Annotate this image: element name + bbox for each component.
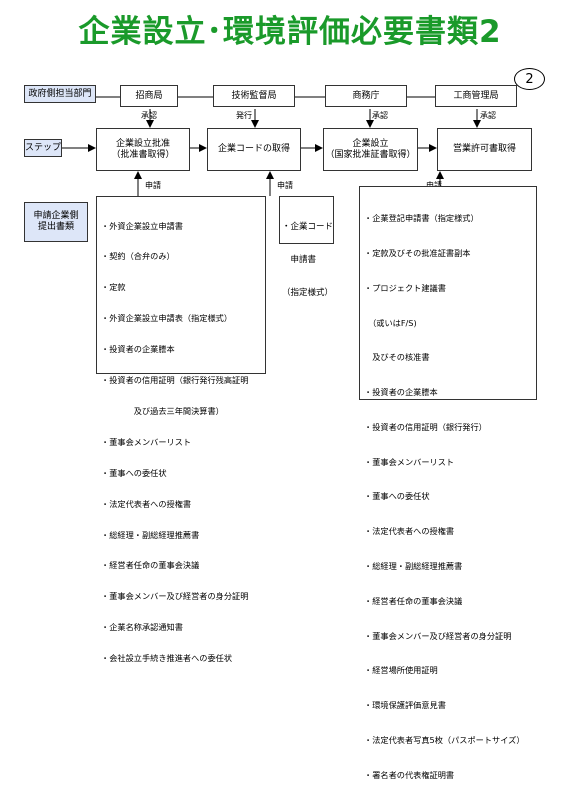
doc-item: ・投資者の企業謄本 [364,387,438,398]
authority-box-commerce-department: 商務庁 [325,85,407,107]
doc-item: ・定款及びその批准証書副本 [364,247,471,258]
documents-list-enterprise-code: ・企業コード 申請書 （指定様式） [279,196,334,298]
doc-item: ・法定代表者への授権書 [364,526,455,537]
row-label-authority: 政府側担当部門 [24,85,96,103]
doc-item: ・企業名称承認通知書 [101,622,183,633]
step-box-business-license: 営業許可書取得 [437,128,532,171]
authority-box-investment-bureau: 招商局 [120,85,178,107]
doc-item: ・董事会メンバー及び経営者の身分証明 [101,591,249,602]
doc-item: ・経営者任命の董事会決議 [364,595,463,606]
page-number: 2 [525,71,534,87]
doc-item: ・会社設立手続き推進者への委任状 [101,653,233,664]
authority-box-technical-supervision: 技術監督局 [213,85,295,107]
doc-item: ・外資企業設立申請書 [101,220,183,231]
doc-item: ・プロジェクト建議書 [364,282,446,293]
doc-item: ・法定代表者写真5枚（パスポートサイズ） [364,734,525,745]
doc-item: （指定様式） [282,288,334,298]
doc-item: ・総経理・副総経理推薦書 [364,561,463,571]
doc-item: ・署名者の代表権証明書 [364,769,455,780]
doc-item: ・経営者任命の董事会決議 [101,560,200,571]
doc-item: ・董事会メンバー及び経営者の身分証明 [364,630,512,641]
authority-box-industry-commerce: 工商管理局 [435,85,517,107]
doc-item: ・定款 [101,282,126,293]
doc-item: 申請書 [282,255,317,265]
doc-item: 及びその核准書 [364,352,430,363]
arrow-label-approval-1: 承認 [141,111,157,120]
arrow-label-approval-3: 承認 [480,111,496,120]
doc-item: ・法定代表者への授権書 [101,498,192,509]
doc-item: ・外資企業設立申請表（指定様式） [101,313,233,324]
step-box-national-certificate: 企業設立 （国家批准証書取得） [323,128,418,171]
doc-item: 及び過去三年間決算書） [101,405,224,416]
doc-item: ・契約（合弁のみ） [101,251,175,262]
arrow-label-approval-2: 承認 [372,111,388,120]
arrow-label-apply-2: 申請 [277,181,293,190]
doc-item: ・董事会メンバーリスト [364,456,455,467]
doc-item: ・董事会メンバーリスト [101,436,192,447]
doc-item: ・董事への委任状 [364,491,430,502]
doc-item: ・董事への委任状 [101,467,167,478]
doc-item: ・経営場所使用証明 [364,665,438,676]
arrow-label-apply-1: 申請 [145,181,161,190]
doc-item: ・環境保護評価意見書 [364,700,446,711]
page-number-badge: 2 [514,68,545,90]
doc-item: ・投資者の信用証明（銀行発行） [364,421,487,432]
doc-item: ・企業登記申請書（指定様式） [364,213,479,224]
page-title: 企業設立･環境評価必要書類2 [78,14,502,50]
documents-list-business-license: ・企業登記申請書（指定様式） ・定款及びその批准証書副本 ・プロジェクト建議書 … [359,186,537,780]
doc-item: ・投資者の企業謄本 [101,344,175,355]
row-label-step: ステップ [24,139,62,157]
step-box-enterprise-code: 企業コードの取得 [207,128,301,171]
step-box-establishment-approval: 企業設立批准 （批准書取得） [96,128,190,171]
arrow-label-issue: 発行 [236,111,252,120]
doc-item: ・企業コード [282,222,334,232]
doc-item: （或いはF/S) [364,317,417,328]
row-label-documents: 申請企業側 提出書類 [24,202,88,242]
documents-list-establishment: ・外資企業設立申請書 ・契約（合弁のみ） ・定款 ・外資企業設立申請表（指定様式… [96,196,266,663]
arrow-label-apply-3: 申請 [426,180,442,191]
doc-item: ・投資者の信用証明（銀行発行残高証明 [101,375,249,386]
doc-item: ・総経理・副総経理推薦書 [101,529,200,540]
